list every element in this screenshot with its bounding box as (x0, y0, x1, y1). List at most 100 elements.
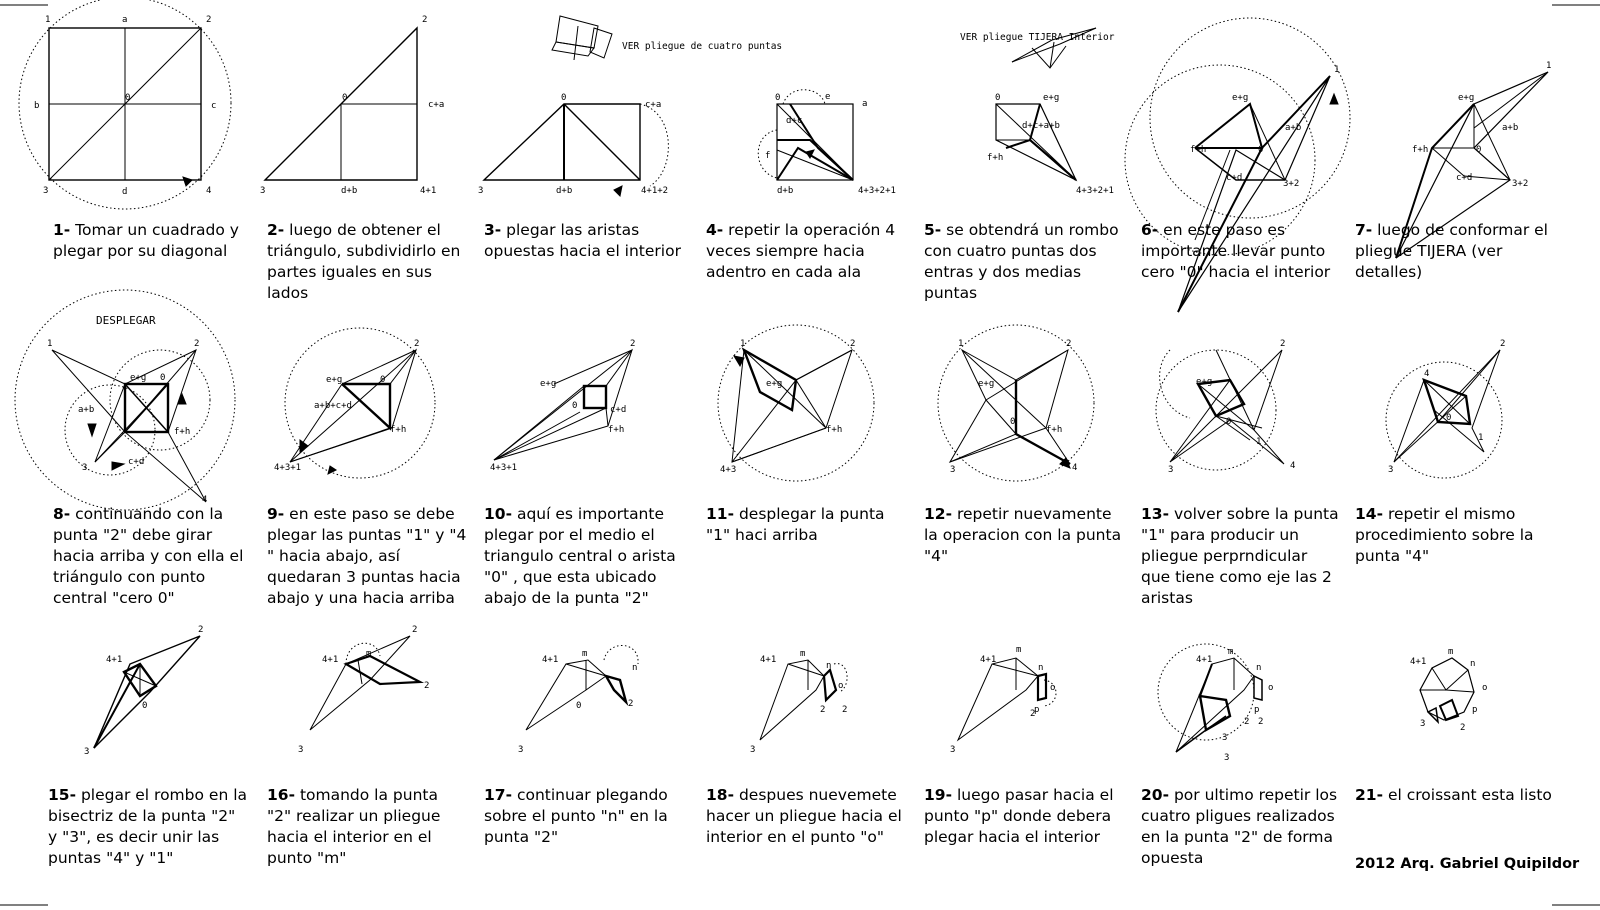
diagram-step-7: 1 e+g a+b f+h 0 c+d 3+2 (1395, 61, 1551, 259)
label: m (1448, 647, 1453, 657)
label: 2 (850, 339, 855, 349)
label: c+a (428, 100, 444, 110)
label: 4+3+2+1 (858, 186, 896, 196)
label: 2 (422, 15, 427, 25)
diagram-step-16: 4+1 m 2 2 3 (298, 625, 429, 755)
label: e+g (1043, 93, 1059, 103)
label: 2 (1066, 339, 1071, 349)
label: 4+1 (980, 655, 996, 665)
label: 4+1 (420, 186, 436, 196)
label: 0 (576, 701, 581, 711)
label: o (838, 681, 843, 691)
four-point-note-1: VER pliegue de cuatro puntas (622, 41, 782, 52)
label: 0 (775, 93, 780, 103)
step-caption-4: 4- repetir la operación 4 veces siempre … (706, 221, 896, 281)
label: 4+1 (1196, 655, 1212, 665)
label: 0 (561, 93, 566, 103)
step-caption-9: 9- en este paso se debe plegar las punta… (267, 505, 467, 607)
label: 2 (1258, 717, 1263, 727)
label: 0 (1258, 145, 1263, 155)
label: 3 (84, 747, 89, 757)
label: p (1034, 705, 1039, 715)
label: 4 (1424, 369, 1429, 379)
tijera-fold-sketch (1011, 27, 1097, 69)
label: p (1472, 705, 1477, 715)
label: 4 (202, 495, 207, 505)
label: a+b (78, 405, 94, 415)
label: 3 (82, 463, 87, 473)
author-credit: 2012 Arq. Gabriel Quipildor (1355, 856, 1580, 872)
label: 3 (1168, 465, 1173, 475)
label: m (366, 649, 371, 659)
label: c+a (645, 100, 661, 110)
step-caption-12: 12- repetir nuevamente la operacion con … (924, 505, 1122, 565)
label: 4+1 (106, 655, 122, 665)
label: 3 (1420, 719, 1425, 729)
label: c+d (1456, 173, 1472, 183)
tijera-note-1: VER pliegue TIJERA Interior (960, 32, 1115, 43)
label: 3 (260, 186, 265, 196)
label: 3 (518, 745, 523, 755)
label: 4 (1072, 463, 1077, 473)
label: 1 (958, 339, 963, 349)
label: e+g (540, 379, 556, 389)
step-caption-10: 10- aquí es importante plegar por el med… (484, 505, 676, 607)
label: d+b (341, 186, 357, 196)
label: 2 (630, 339, 635, 349)
step-caption-19: 19- luego pasar hacia el punto "p" donde… (924, 786, 1114, 846)
label: n (1470, 659, 1475, 669)
label: 4+1 (760, 655, 776, 665)
label: 0 (1010, 417, 1015, 427)
label: a+b (1285, 123, 1301, 133)
label: c+d (1226, 173, 1242, 183)
label: 3 (43, 186, 48, 196)
label: 3 (478, 186, 483, 196)
diagram-step-18: 4+1 m n o 2 2 3 (750, 649, 848, 755)
label: e+g (978, 379, 994, 389)
label: 4+3+1 (490, 463, 517, 473)
label: m (1016, 645, 1021, 655)
label: 4+3+1 (274, 463, 301, 473)
label: e+g (1196, 377, 1212, 387)
label: 0 (380, 375, 385, 385)
label: e+g (1232, 93, 1248, 103)
label: 0 (160, 373, 165, 383)
step-caption-5: 5- se obtendrá un rombo con cuatro punta… (924, 221, 1119, 302)
diagram-step-12: 1 2 3 4 e+g 0 f+h (937, 324, 1095, 482)
diagram-step-4: 0 e a d+c f d+b 4+3+2+1 (757, 89, 896, 196)
label: 2 (820, 705, 825, 715)
label: d+c (786, 116, 802, 126)
label: 0 (142, 701, 147, 711)
label: 1 (1256, 437, 1261, 447)
step-caption-18: 18- despues nuevemete hacer un pliegue h… (706, 786, 902, 846)
label: 0 (1226, 417, 1231, 427)
label: 2 (628, 699, 633, 709)
label: 2 (1500, 339, 1505, 349)
step-caption-6: 6- en este paso es importante llevar pun… (1141, 221, 1331, 281)
label: 1 (1478, 433, 1483, 443)
diagram-step-19: 4+1 m n o p 2 3 (950, 645, 1057, 755)
label: m (582, 649, 587, 659)
label: a (122, 15, 127, 25)
label: f+h (987, 153, 1003, 163)
label: 2 (1460, 723, 1465, 733)
label: 1 (47, 339, 52, 349)
step-caption-2: 2- luego de obtener el triángulo, subdiv… (267, 221, 461, 302)
label: c+d (610, 405, 626, 415)
label: 1 (45, 15, 50, 25)
step-caption-11: 11- desplegar la punta "1" haci arriba (706, 505, 885, 544)
label: 2 (1244, 717, 1249, 727)
label: n (1256, 663, 1261, 673)
diagram-step-10: 2 e+g 0 c+d f+h 4+3+1 (490, 339, 635, 473)
label: 3 (950, 465, 955, 475)
label: a (862, 99, 867, 109)
label: 4+1 (322, 655, 338, 665)
label: n (632, 663, 637, 673)
label: 0 (125, 93, 130, 103)
label: b (34, 101, 39, 111)
label: 0 (1446, 413, 1451, 423)
label: f+h (390, 425, 406, 435)
desplegar-note: DESPLEGAR (96, 314, 156, 327)
label: d (122, 187, 127, 197)
label: n (1038, 663, 1043, 673)
